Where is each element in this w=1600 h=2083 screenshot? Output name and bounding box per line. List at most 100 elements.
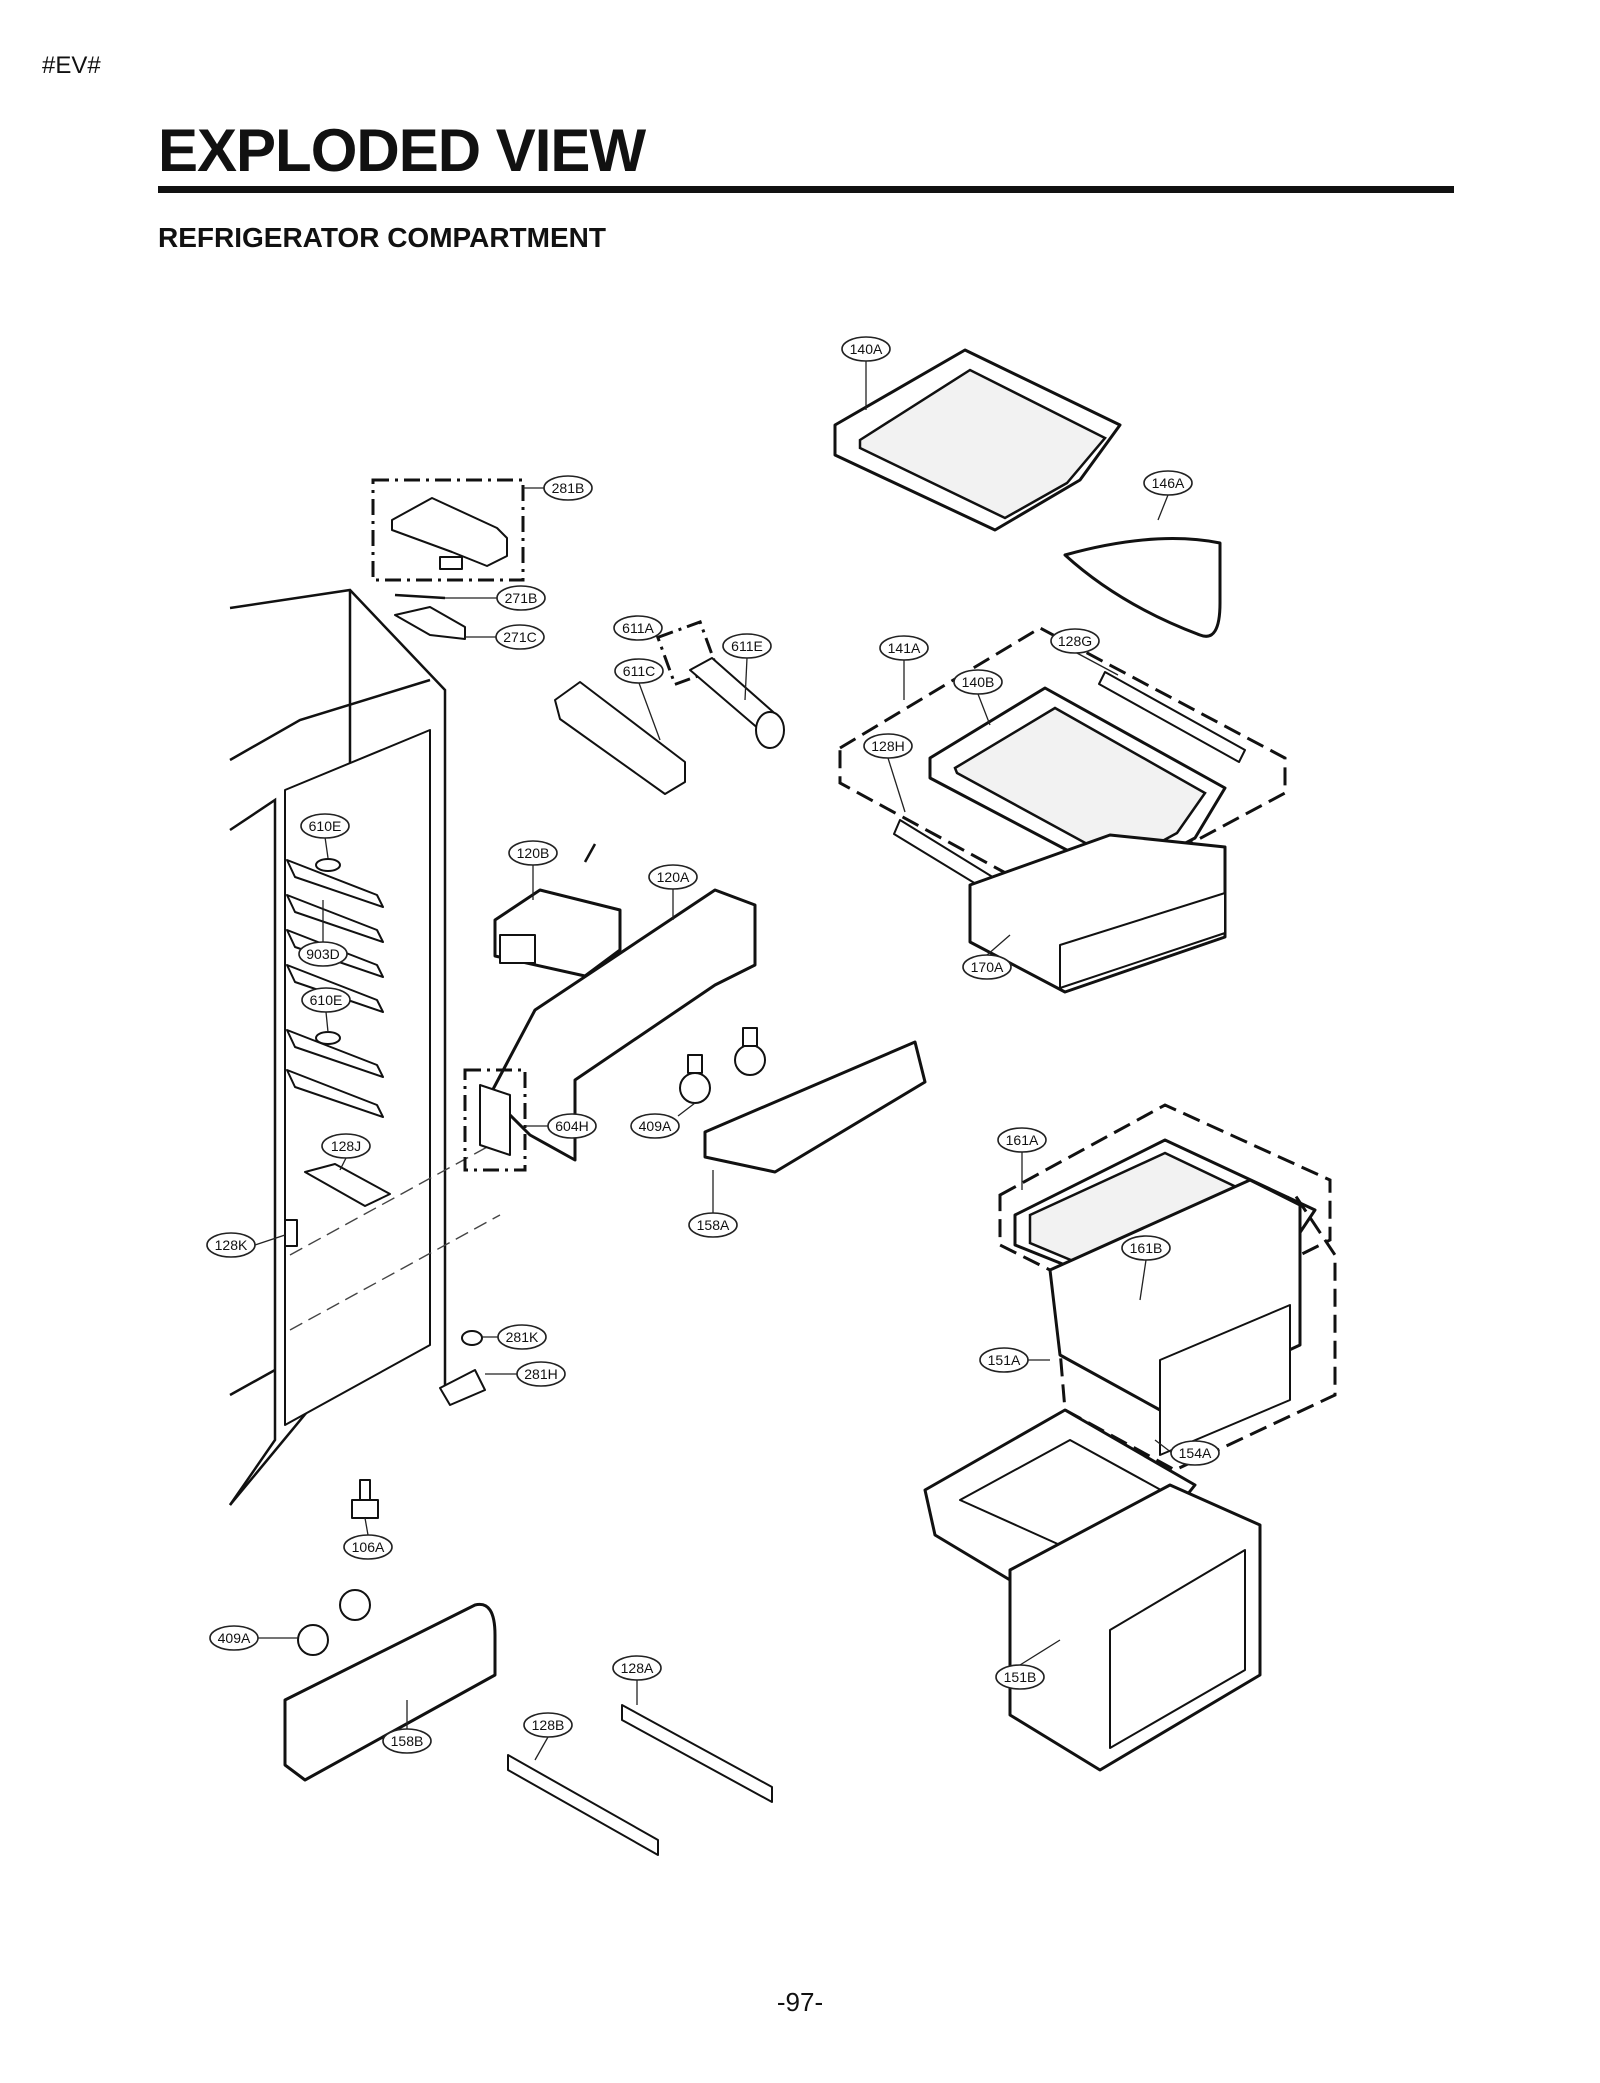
- svg-text:170A: 170A: [971, 959, 1004, 975]
- part-281B-group: [371, 478, 525, 582]
- svg-text:128H: 128H: [871, 738, 904, 754]
- svg-text:903D: 903D: [306, 946, 339, 962]
- callout-281K: 281K: [497, 1324, 547, 1350]
- svg-text:151B: 151B: [1004, 1669, 1037, 1685]
- control-box-120B: [493, 843, 622, 978]
- svg-text:158A: 158A: [697, 1217, 730, 1233]
- rail-128A: [621, 1704, 773, 1803]
- svg-text:146A: 146A: [1152, 475, 1185, 491]
- callout-610E-lower: 610E: [301, 987, 351, 1013]
- callout-611E: 611E: [722, 633, 772, 659]
- drawer-group-151A: [1048, 1178, 1337, 1472]
- shelf-140A: [833, 348, 1122, 532]
- callout-161B: 161B: [1121, 1235, 1171, 1261]
- svg-text:154A: 154A: [1179, 1445, 1212, 1461]
- callout-903D: 903D: [298, 941, 348, 967]
- callout-128G: 128G: [1050, 628, 1100, 654]
- svg-text:409A: 409A: [218, 1630, 251, 1646]
- part-128K: [284, 1219, 298, 1247]
- document-code: #EV#: [42, 52, 101, 79]
- svg-text:161A: 161A: [1006, 1132, 1039, 1148]
- callout-151B: 151B: [995, 1664, 1045, 1690]
- rail-128B: [507, 1754, 659, 1856]
- svg-text:281B: 281B: [552, 480, 585, 496]
- svg-text:140B: 140B: [962, 674, 995, 690]
- svg-text:281H: 281H: [524, 1366, 557, 1382]
- callout-106A: 106A: [343, 1534, 393, 1560]
- svg-text:271B: 271B: [505, 590, 538, 606]
- callout-140B: 140B: [953, 669, 1003, 695]
- callout-128A: 128A: [612, 1655, 662, 1681]
- callout-120B: 120B: [508, 840, 558, 866]
- svg-text:140A: 140A: [850, 341, 883, 357]
- callout-128K: 128K: [206, 1232, 256, 1258]
- svg-text:120B: 120B: [517, 845, 550, 861]
- part-271C: [394, 606, 466, 640]
- hinge-281H: [439, 1330, 486, 1406]
- leveler-106A: [351, 1479, 379, 1519]
- callout-604H: 604H: [547, 1113, 597, 1139]
- callout-158A: 158A: [688, 1212, 738, 1238]
- callout-611A: 611A: [613, 615, 663, 641]
- svg-text:106A: 106A: [352, 1539, 385, 1555]
- light-cover-158A: [703, 1040, 927, 1174]
- svg-text:611C: 611C: [623, 663, 655, 679]
- svg-text:271C: 271C: [503, 629, 536, 645]
- callout-170A: 170A: [962, 954, 1012, 980]
- svg-text:604H: 604H: [555, 1118, 588, 1134]
- svg-text:128G: 128G: [1058, 633, 1092, 649]
- callout-141A: 141A: [879, 635, 929, 661]
- svg-text:409A: 409A: [639, 1118, 672, 1134]
- part-128J: [304, 1163, 391, 1207]
- bulbs-409A-center: [679, 1027, 766, 1104]
- light-cover-158B: [283, 1602, 497, 1782]
- part-604H: [463, 1068, 527, 1172]
- callout-154A: 154A: [1170, 1440, 1220, 1466]
- callout-140A: 140A: [841, 336, 891, 362]
- callout-409A-center: 409A: [630, 1113, 680, 1139]
- svg-text:281K: 281K: [506, 1329, 539, 1345]
- svg-text:611E: 611E: [731, 638, 763, 654]
- svg-text:611A: 611A: [622, 620, 654, 636]
- svg-text:128B: 128B: [532, 1717, 565, 1733]
- callout-146A: 146A: [1143, 470, 1193, 496]
- svg-text:128J: 128J: [331, 1138, 361, 1154]
- svg-text:151A: 151A: [988, 1352, 1021, 1368]
- door-bins: [286, 858, 501, 1331]
- filter-611E: [655, 620, 785, 749]
- filter-housing-611C: [554, 681, 686, 795]
- svg-text:158B: 158B: [391, 1733, 424, 1749]
- bulbs-409A-lower: [297, 1589, 371, 1656]
- svg-text:161B: 161B: [1130, 1240, 1163, 1256]
- callout-158B: 158B: [382, 1728, 432, 1754]
- callout-281H: 281H: [516, 1361, 566, 1387]
- callout-281B: 281B: [543, 475, 593, 501]
- callout-128B: 128B: [523, 1712, 573, 1738]
- title-rule: [158, 186, 1454, 193]
- svg-text:141A: 141A: [888, 640, 921, 656]
- callout-128J: 128J: [321, 1133, 371, 1159]
- crisper-170A: [968, 833, 1227, 994]
- drawer-151B: [1008, 1483, 1262, 1772]
- section-subtitle: REFRIGERATOR COMPARTMENT: [158, 222, 606, 253]
- svg-text:610E: 610E: [309, 818, 342, 834]
- callout-161A: 161A: [997, 1127, 1047, 1153]
- callout-409A-lower: 409A: [209, 1625, 259, 1651]
- callout-271C: 271C: [495, 624, 545, 650]
- callout-610E-upper: 610E: [300, 813, 350, 839]
- cabinet-body: [228, 588, 447, 1506]
- part-271B: [394, 593, 446, 600]
- svg-text:128K: 128K: [215, 1237, 248, 1253]
- callout-611C: 611C: [614, 658, 664, 684]
- callout-120A: 120A: [648, 864, 698, 890]
- svg-text:120A: 120A: [657, 869, 690, 885]
- svg-text:128A: 128A: [621, 1660, 654, 1676]
- callout-271B: 271B: [496, 585, 546, 611]
- page-title: EXPLODED VIEW: [158, 117, 646, 184]
- svg-text:610E: 610E: [310, 992, 343, 1008]
- callout-151A: 151A: [979, 1347, 1029, 1373]
- cover-146A: [1063, 537, 1222, 638]
- callout-128H: 128H: [863, 733, 913, 759]
- page-number: -97-: [776, 1987, 824, 2017]
